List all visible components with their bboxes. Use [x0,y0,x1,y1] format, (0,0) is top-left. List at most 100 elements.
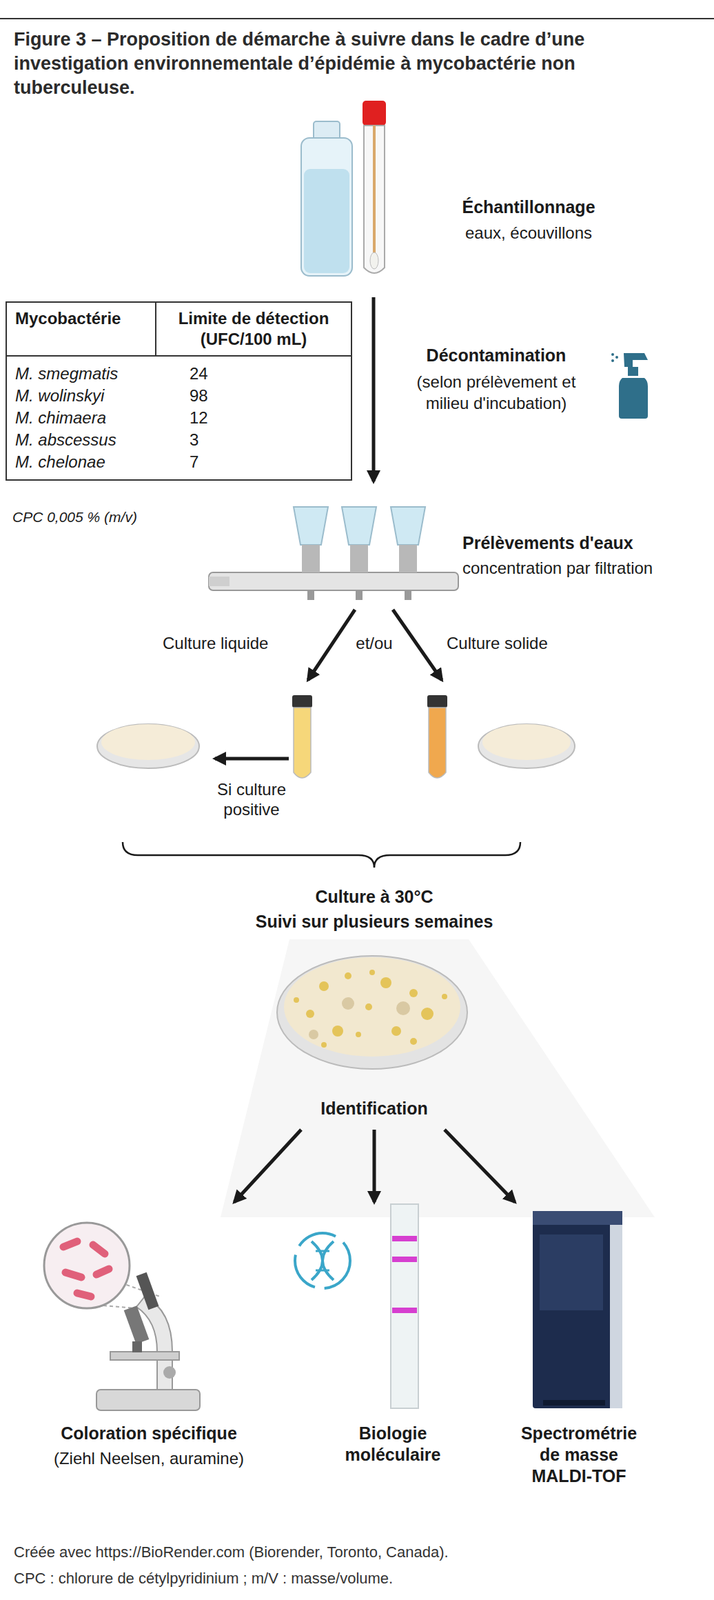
sample-vial [301,121,353,276]
step-heading: Échantillonnage [404,196,653,218]
table-cell: M. chelonae [6,450,156,479]
sample-vial-part [301,137,353,276]
petri-dishes [97,723,575,768]
filtration-manifold [208,506,459,600]
test-strip-part [392,1235,417,1241]
culture-plate [277,955,468,1069]
step-node: Identification [284,1097,464,1125]
dna-icon [294,1232,351,1288]
culture-tubes-part [292,694,313,708]
culture-plate-part-part [355,1031,362,1037]
mass-spectrometer-part [539,1233,604,1310]
filtration-manifold-part [208,572,459,590]
step-detail: (selon prélèvement et milieu d'incubatio… [392,370,600,414]
step-heading: Culture à 30°C [236,885,513,907]
bracket-part [122,841,521,867]
mass-spectrometer-part [532,1210,623,1408]
swab-tube-part [370,252,379,269]
table-cell: M. smegmatis [6,356,156,385]
culture-plate-part-part [365,1002,373,1010]
culture-plate-part-part [391,1025,402,1036]
step-node: Échantillonnage eaux, écouvillons [289,96,703,293]
petri-dishes-part [101,723,196,760]
culture-plate-part-part [319,980,329,991]
table-cell: 24 [155,356,351,385]
microscope-part-part [77,1292,91,1296]
test-strip-part [390,1203,419,1408]
note-label: CPC : chlorure de cétylpyridinium ; m/V … [13,1567,703,1588]
step-detail: Suivi sur plusieurs semaines [236,910,513,932]
figure-title: Figure 3 – Proposition de démarche à sui… [13,27,701,100]
table-cell: 3 [155,428,351,451]
microscope-part [124,1304,150,1344]
microscope-part-part [96,1268,109,1274]
step-heading: Identification [284,1097,464,1119]
note-label: Culture solide [446,632,585,654]
step-detail: (Ziehl Neelsen, auramine) [31,1446,267,1468]
note-label: et/ou [350,632,399,654]
microscope-part [63,1240,109,1296]
detection-table: MycobactérieLimite de détection (UFC/100… [5,301,353,481]
filtration-manifold-part [350,544,369,573]
step-node: Prélèvements d'eauxconcentration par fil… [203,482,710,600]
mass-spectrometer-part [543,1399,606,1405]
mass-spectrometer [532,1210,623,1408]
dna-icon-part [311,1240,334,1280]
halo-part [220,938,655,1217]
culture-plate-part-part [421,1006,434,1020]
culture-plate-part [308,996,411,1039]
step-heading: Décontamination [392,344,600,366]
culture-plate-part-part [409,988,418,997]
note-label: Créée avec https://BioRender.com (Bioren… [13,1541,703,1562]
culture-plate-part [283,956,461,1056]
dna-icon-part [294,1232,351,1288]
microscope [44,1221,200,1410]
microscope-part-part [63,1240,78,1247]
table-cell: 12 [155,406,351,429]
flow-arrow [372,297,376,482]
step-node: Biologie moléculaire [296,1202,490,1479]
table-cell: M. chimaera [6,406,156,429]
step-detail: eaux, écouvillons [404,221,653,244]
test-strip-part [392,1255,417,1262]
petri-dishes-part [482,723,571,760]
flow-arrow [234,1128,302,1202]
filtration-manifold-part [341,506,377,545]
dna-icon-part [315,1249,330,1252]
bracket [122,841,521,867]
microscope-part-part [93,1243,105,1253]
top-rule [0,18,714,20]
culture-plate-part [293,969,448,1047]
dna-icon-part [315,1268,330,1271]
step-heading: Spectrométrie de masse MALDI-TOF [510,1421,648,1486]
culture-arrows-part [392,609,442,680]
step-node: Décontamination (selon prélèvement et mil… [392,344,600,428]
culture-plate-part-part [306,1008,315,1018]
step-detail: concentration par filtration [462,556,708,579]
culture-plate-part-part [344,971,352,979]
swab-tube [362,100,386,273]
spray-bottle [611,352,648,419]
petri-dishes-part [478,723,575,768]
note-label: CPC 0,005 % (m/v) [12,506,220,528]
step-node: Culture à 30°C Suivi sur plusieurs semain… [236,885,513,941]
microscope-part-part [65,1271,82,1277]
spray-bottle-part [615,355,619,359]
filtration-manifold-part [208,576,230,586]
microscope-part [44,1221,130,1308]
microscope-part [110,1350,180,1360]
filtration-manifold-part [307,589,315,600]
mass-spectrometer-part [532,1210,623,1224]
culture-plate-part [277,955,468,1069]
culture-tubes-part [293,707,311,778]
microscope-part [136,1271,160,1309]
step-heading: Prélèvements d'eaux [462,532,708,554]
top-rule-part [0,17,714,20]
table-header: Mycobactérie [6,302,156,357]
filtration-manifold-part [404,589,412,600]
flow-arrow [444,1128,515,1202]
table-header: Limite de détection (UFC/100 mL) [155,302,351,357]
note-label: Culture liquide [162,632,294,654]
step-heading: Coloration spécifique [31,1421,267,1444]
